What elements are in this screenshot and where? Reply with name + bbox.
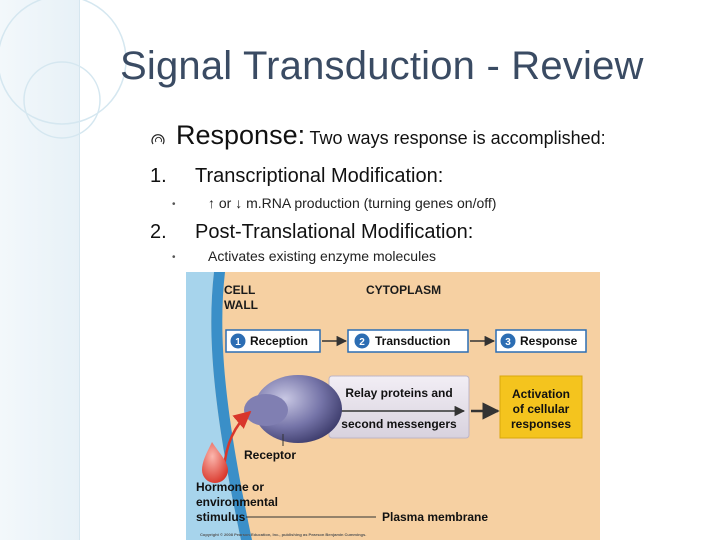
step-reception: 1 Reception: [225, 329, 321, 353]
heading-sub: Two ways response is accomplished:: [309, 128, 606, 148]
figure-copyright: Copyright © 2008 Pearson Education, Inc.…: [200, 532, 366, 537]
sub-bullet-dot: •: [172, 252, 176, 263]
step-transduction: 2 Transduction: [347, 329, 469, 353]
item-2-detail: Activates existing enzyme molecules: [208, 248, 436, 264]
decor-circles: [0, 0, 127, 139]
step-1-label: Reception: [250, 334, 308, 348]
hormone-molecule: [202, 442, 228, 483]
plasma-membrane-line: [211, 272, 252, 540]
item-1-title: Transcriptional Modification:: [195, 165, 444, 187]
cell-wall-label-1: CELL: [224, 283, 255, 297]
receptor-label: Receptor: [244, 448, 296, 462]
relay-label-2: second messengers: [341, 417, 457, 431]
relay-label-1: Relay proteins and: [345, 386, 452, 400]
activation-label-3: responses: [511, 417, 571, 431]
relay-proteins-box: Relay proteins and second messengers: [328, 375, 470, 439]
step-2-label: Transduction: [375, 334, 450, 348]
slide-title: Signal Transduction - Review: [120, 44, 644, 88]
hormone-label-1: Hormone or: [196, 480, 264, 494]
bullet-icon: [151, 134, 165, 145]
step-3-number: 3: [505, 337, 511, 348]
activation-label-2: of cellular: [513, 402, 570, 416]
response-heading: Response: Two ways response is accomplis…: [176, 120, 606, 151]
membrane-label: Plasma membrane: [382, 510, 488, 524]
sub-bullet-dot: •: [172, 199, 176, 210]
step-response: 3 Response: [495, 329, 587, 353]
activation-label-1: Activation: [512, 387, 570, 401]
hormone-label-3: stimulus: [196, 510, 246, 524]
activation-box: Activation of cellular responses: [499, 375, 583, 439]
item-2-number: 2.: [150, 221, 167, 243]
heading-main: Response:: [176, 120, 306, 150]
step-2-number: 2: [359, 337, 365, 348]
signal-transduction-figure: CELL WALL CYTOPLASM 1 Reception 2 Transd…: [186, 272, 600, 540]
item-2-title: Post-Translational Modification:: [195, 221, 474, 243]
step-3-label: Response: [520, 334, 578, 348]
left-decor-band: [0, 0, 80, 540]
item-1-number: 1.: [150, 165, 167, 187]
step-1-number: 1: [235, 337, 241, 348]
receptor-shape: [244, 375, 342, 443]
item-1-detail: ↑ or ↓ m.RNA production (turning genes o…: [208, 195, 497, 211]
cell-wall-label-2: WALL: [224, 298, 258, 312]
hormone-label-2: environmental: [196, 495, 278, 509]
cytoplasm-label: CYTOPLASM: [366, 283, 441, 297]
